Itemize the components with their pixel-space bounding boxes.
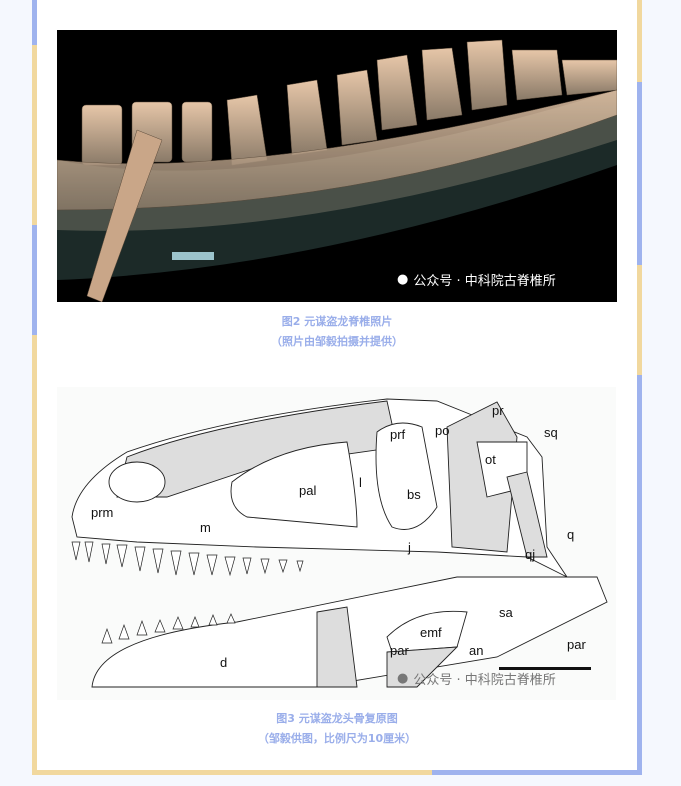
label-q: q [567,527,574,542]
decorative-border-left [32,0,37,775]
figure2-caption-credit: （照片由邹毅拍摄并提供） [271,335,403,348]
figure2-caption-title: 图2 元谋盗龙脊椎照片 [281,315,393,328]
label-l: l [359,475,362,490]
wechat-icon: ● [397,272,409,287]
figure3-caption-title: 图3 元谋盗龙头骨复原图 [276,712,398,725]
decorative-border-right [637,0,642,775]
label-pal: pal [299,483,316,498]
figure2-caption: 图2 元谋盗龙脊椎照片 （照片由邹毅拍摄并提供） [37,312,637,352]
vertebrae-photo: ● 公众号 · 中科院古脊椎所 [57,30,617,302]
figure3-caption-credit: （邹毅供图，比例尺为10厘米） [257,732,417,745]
label-prm: prm [91,505,113,520]
label-prf: prf [390,427,406,442]
decorative-border-bottom [32,770,642,775]
watermark: ● 公众号 · 中科院古脊椎所 [397,272,556,289]
label-ot: ot [485,452,496,467]
label-pr: pr [492,403,504,418]
label-po: po [435,423,449,438]
label-d: d [220,655,227,670]
label-sa: sa [499,605,514,620]
label-j: j [407,540,411,555]
wechat-icon: ● [397,671,409,686]
label-par-medial: par [390,643,409,658]
watermark: ● 公众号 · 中科院古脊椎所 [397,671,556,688]
label-qj: qj [525,547,535,562]
figure3-caption: 图3 元谋盗龙头骨复原图 （邹毅供图，比例尺为10厘米） [37,709,637,749]
skull-reconstruction-diagram: prm m pal l prf po pr sq ot bs j q qj sa… [57,387,616,700]
label-emf: emf [420,625,442,640]
label-sq: sq [544,425,558,440]
label-m: m [200,520,211,535]
label-par-lateral: par [567,637,586,652]
label-an: an [469,643,483,658]
label-bs: bs [407,487,421,502]
